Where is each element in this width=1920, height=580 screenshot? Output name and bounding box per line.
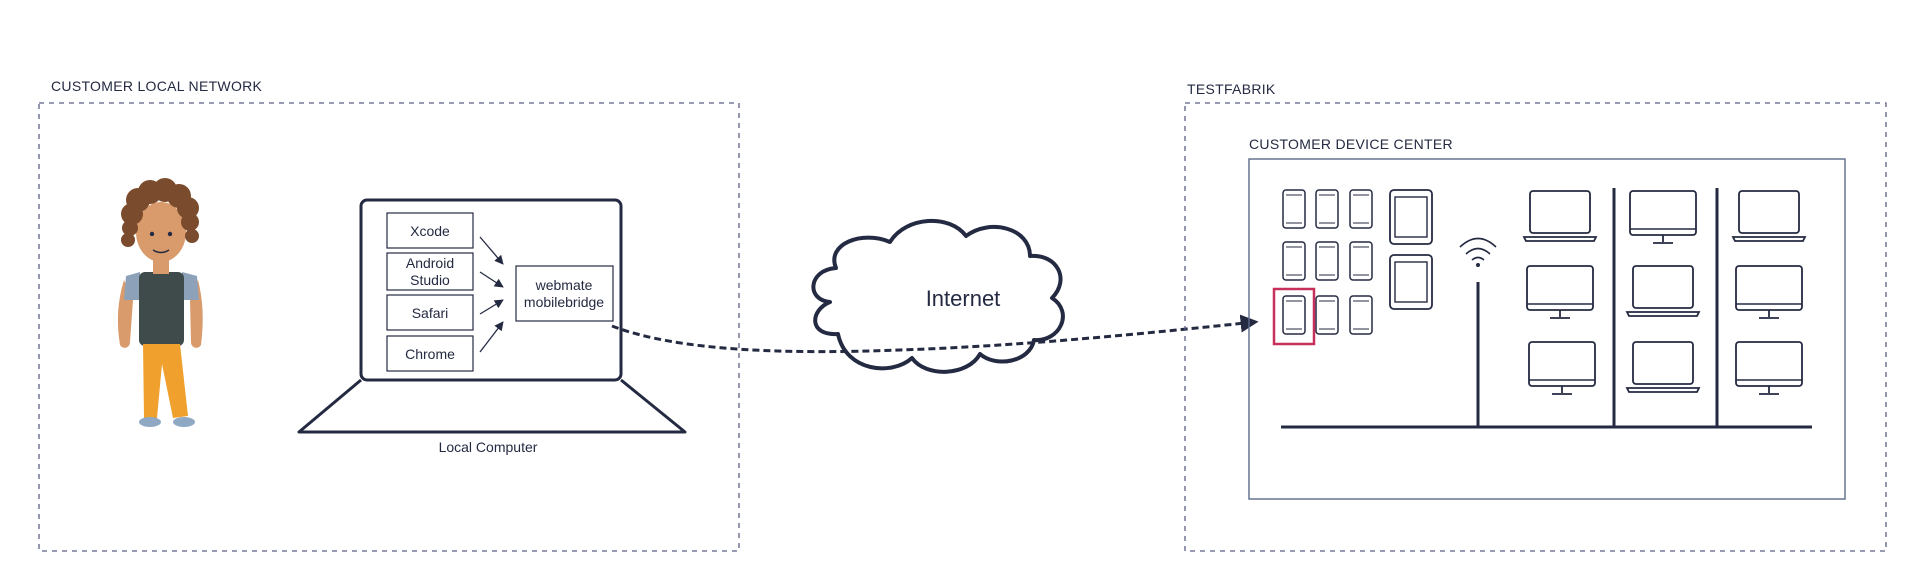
device-center-box: [1248, 158, 1846, 500]
wifi-icon: [1459, 237, 1497, 267]
phone-icon: [1349, 295, 1373, 335]
android-studio-box: [386, 252, 474, 291]
phone-icon: [1315, 295, 1339, 335]
arrow-xcode-to-bridge: [479, 236, 504, 265]
mobilebridge-label-line2: mobilebridge: [524, 294, 604, 310]
monitor-icon: [1629, 190, 1697, 244]
customer-network-zone: [38, 102, 740, 552]
chrome-box: [386, 335, 474, 372]
arrow-android-to-bridge: [479, 271, 504, 288]
phone-icon: [1282, 189, 1306, 229]
phone-icon: [1315, 189, 1339, 229]
selected-device-highlight: [1272, 287, 1316, 346]
phone-rack: [1272, 189, 1373, 346]
android-studio-label-line1: Android: [406, 255, 454, 271]
phone-icon: [1282, 241, 1306, 281]
laptop-base: [297, 378, 687, 434]
laptop-icon: [1523, 190, 1597, 242]
phone-icon: [1349, 189, 1373, 229]
xcode-box: [386, 212, 474, 249]
local-computer: Local Computer Xcode Android Studio Safa…: [297, 198, 687, 455]
monitor-icon: [1735, 265, 1803, 319]
laptop-icon: [1626, 341, 1700, 393]
testfabrik-zone: [1184, 102, 1887, 552]
arrow-chrome-to-bridge: [479, 321, 504, 353]
monitor-icon: [1528, 341, 1596, 395]
tablet-icon: [1389, 189, 1433, 245]
xcode-label: Xcode: [410, 223, 450, 239]
cloud-shape: [811, 218, 1065, 374]
monitor-icon: [1735, 341, 1803, 395]
safari-label: Safari: [412, 305, 449, 321]
local-computer-caption: Local Computer: [439, 439, 538, 455]
chrome-label: Chrome: [405, 346, 455, 362]
device-center-label: CUSTOMER DEVICE CENTER: [1249, 136, 1453, 152]
internet-label: Internet: [926, 286, 1001, 311]
laptop-icon: [1732, 190, 1806, 242]
internet-cloud: Internet: [811, 218, 1065, 374]
person-illustration: [117, 178, 203, 427]
arrow-safari-to-bridge: [479, 299, 504, 315]
testfabrik-label: TESTFABRIK: [1187, 81, 1276, 97]
phone-icon: [1349, 241, 1373, 281]
rack-structure: [1281, 188, 1812, 429]
connection-line: [611, 314, 1259, 354]
customer-network-label: CUSTOMER LOCAL NETWORK: [51, 78, 263, 94]
monitor-icon: [1526, 265, 1594, 319]
laptop-screen: [359, 198, 623, 382]
android-studio-label-line2: Studio: [410, 272, 450, 288]
tablet-icon: [1389, 254, 1433, 310]
safari-box: [386, 294, 474, 331]
phone-icon: [1282, 295, 1306, 335]
phone-icon: [1315, 241, 1339, 281]
mobilebridge-box: [515, 265, 614, 322]
laptop-icon: [1626, 265, 1700, 317]
mobilebridge-label-line1: webmate: [535, 277, 593, 293]
